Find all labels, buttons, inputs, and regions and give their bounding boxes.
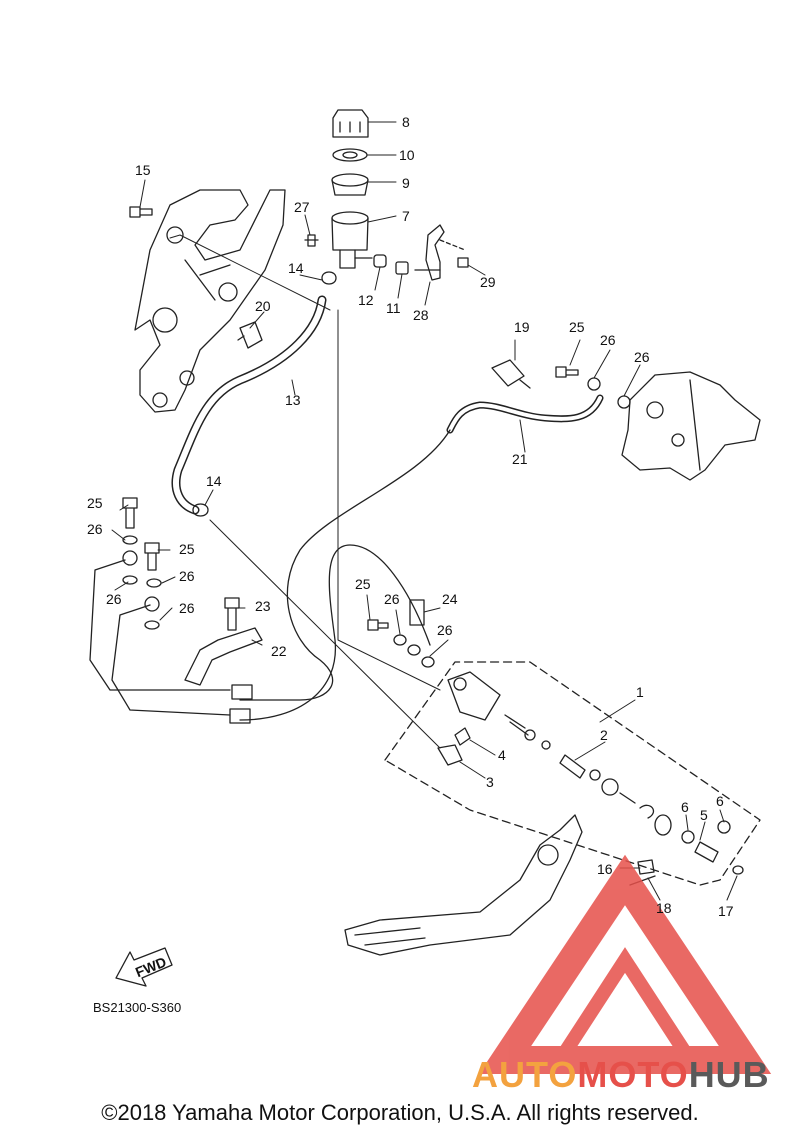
callout-25a: 25: [569, 319, 585, 335]
watermark-part-moto: MOTO: [577, 1054, 688, 1090]
washer-left-1: [122, 535, 138, 545]
reservoir-tank: [331, 211, 373, 269]
reservoir-cap: [332, 109, 369, 138]
callout-26a: 26: [600, 332, 616, 348]
watermark-text: AUTOMOTOHUB: [472, 1054, 770, 1090]
callout-25c: 25: [179, 541, 195, 557]
footrest-bracket: [134, 189, 286, 413]
screw-27: [304, 234, 319, 247]
washer-left-3: [146, 578, 162, 588]
brake-pipe-left: [89, 550, 253, 724]
pin-16: [637, 859, 655, 875]
reservoir-bracket: [414, 224, 469, 281]
callout-4: 4: [498, 747, 506, 763]
callout-5: 5: [700, 807, 708, 823]
callout-6b: 6: [716, 793, 724, 809]
brake-caliper: [621, 371, 761, 481]
callout-14a: 14: [288, 260, 304, 276]
callout-7: 7: [402, 208, 410, 224]
fwd-label: FWD: [133, 954, 169, 981]
callout-28: 28: [413, 307, 429, 323]
washer-left-4: [144, 620, 160, 630]
washer-mid-2: [407, 644, 421, 656]
switch-20: [237, 321, 263, 349]
callout-1: 1: [636, 684, 644, 700]
bolt-23: [224, 597, 240, 631]
callout-26d: 26: [179, 568, 195, 584]
collar-11: [395, 261, 409, 275]
callout-15: 15: [135, 162, 151, 178]
union-bolt-middle: [367, 619, 389, 631]
hose-clip-upper: [321, 271, 337, 285]
callout-26f: 26: [179, 600, 195, 616]
brake-pipe-long: [239, 429, 451, 701]
callout-21: 21: [512, 451, 528, 467]
callout-10: 10: [399, 147, 415, 163]
callout-9: 9: [402, 175, 410, 191]
hose-clip-lower: [192, 503, 209, 517]
callout-6a: 6: [681, 799, 689, 815]
callout-3: 3: [486, 774, 494, 790]
callout-26h: 26: [384, 591, 400, 607]
callout-2: 2: [600, 727, 608, 743]
callout-13: 13: [285, 392, 301, 408]
watermark-logo: [478, 854, 772, 1074]
hose-joint-3: [437, 744, 463, 766]
reference-code: BS21300-S360: [93, 1000, 181, 1015]
washer-26a: [587, 377, 601, 391]
callout-18: 18: [656, 900, 672, 916]
parts-diagram: 1 2 3 4 5 6 6 7 8 9 10 11 12 13 14 14 15…: [87, 109, 772, 1090]
callout-29: 29: [480, 274, 496, 290]
callout-26b: 26: [634, 349, 650, 365]
diaphragm-plate: [332, 148, 368, 162]
brake-light-switch: [491, 359, 531, 389]
washer-mid-1: [393, 634, 407, 646]
callout-26g: 26: [437, 622, 453, 638]
union-bolt-left-1: [122, 497, 138, 529]
washer-mid-3: [421, 656, 435, 668]
fwd-arrow-icon: [115, 947, 173, 987]
bolt-15: [129, 206, 153, 218]
master-cylinder-box: [384, 661, 761, 886]
callout-12: 12: [358, 292, 374, 308]
watermark-part-auto: AUTO: [472, 1054, 577, 1090]
callout-25d: 25: [355, 576, 371, 592]
washer-17: [732, 865, 744, 875]
diaphragm: [331, 173, 369, 196]
callout-17: 17: [718, 903, 734, 919]
callout-14b: 14: [206, 473, 222, 489]
callout-26e: 26: [106, 591, 122, 607]
protector-24: [409, 599, 425, 626]
union-bolt-upper-right: [555, 366, 579, 378]
leader-lines: [111, 121, 738, 901]
callout-22: 22: [271, 643, 287, 659]
grommet-12: [373, 254, 387, 268]
washer-26b: [617, 395, 631, 409]
master-cylinder: [447, 671, 731, 863]
watermark-part-hub: HUB: [689, 1054, 770, 1090]
callout-16: 16: [597, 861, 613, 877]
callout-8: 8: [402, 114, 410, 130]
callout-23: 23: [255, 598, 271, 614]
copyright-notice: ©2018 Yamaha Motor Corporation, U.S.A. A…: [101, 1100, 699, 1125]
union-bolt-left-2: [144, 542, 160, 571]
brake-pedal: [344, 814, 583, 956]
bracket-22: [184, 627, 263, 686]
callout-24: 24: [442, 591, 458, 607]
callout-27: 27: [294, 199, 310, 215]
joint-4: [454, 727, 471, 746]
callout-11: 11: [386, 300, 401, 316]
washer-left-2: [122, 575, 138, 585]
callout-25b: 25: [87, 495, 103, 511]
callout-19: 19: [514, 319, 530, 335]
callout-20: 20: [255, 298, 271, 314]
callout-26c: 26: [87, 521, 103, 537]
